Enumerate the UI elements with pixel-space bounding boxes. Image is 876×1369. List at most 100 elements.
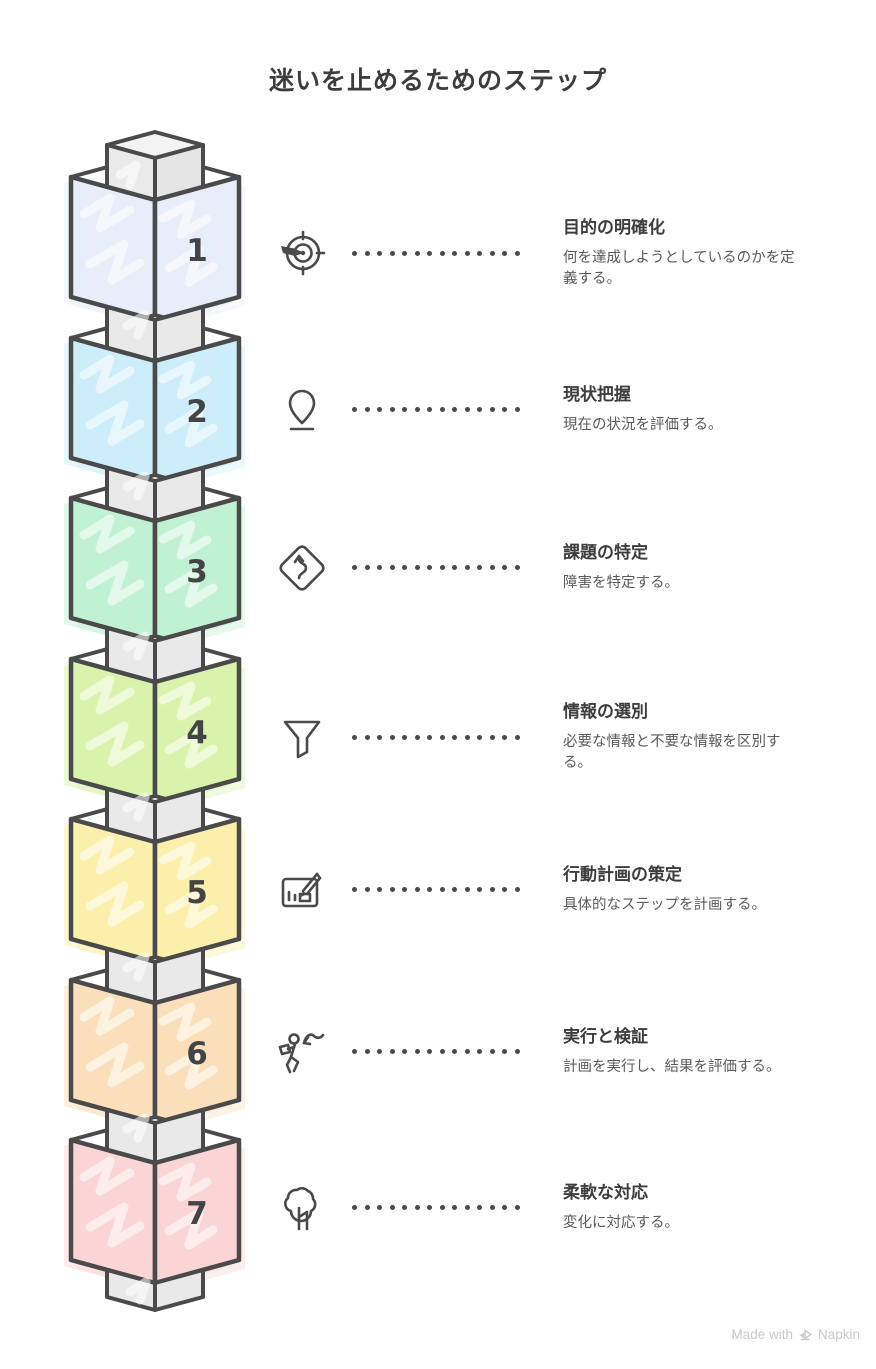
step-title: 情報の選別 — [563, 702, 648, 721]
dot — [414, 734, 420, 740]
target-icon — [278, 229, 326, 277]
step-description: 現在の状況を評価する。 — [563, 417, 723, 433]
dotted-connector — [352, 565, 520, 570]
step-row-2: 現状把握現在の状況を評価する。 — [278, 383, 818, 436]
dot — [364, 1205, 370, 1210]
step-text: 行動計画の策定具体的なステップを計画する。 — [563, 863, 798, 916]
dot — [464, 887, 470, 892]
dot — [364, 565, 370, 570]
dot — [477, 250, 483, 256]
dot — [427, 1205, 433, 1210]
step-title: 行動計画の策定 — [563, 865, 682, 884]
dot — [377, 887, 383, 892]
dot — [452, 734, 458, 740]
dot — [414, 250, 420, 256]
dot — [464, 250, 470, 256]
dot — [464, 565, 470, 570]
dot — [514, 734, 520, 740]
dot — [452, 407, 458, 412]
dot — [489, 250, 495, 256]
dot — [427, 1049, 433, 1054]
step-description: 何を達成しようとしているのかを定義する。 — [563, 250, 795, 287]
step-row-5: 行動計画の策定具体的なステップを計画する。 — [278, 863, 818, 916]
dot — [477, 734, 483, 740]
step-text: 情報の選別必要な情報と不要な情報を区別する。 — [563, 700, 798, 774]
block-number: 3 — [186, 554, 208, 590]
dot — [414, 565, 420, 570]
dot — [364, 887, 370, 892]
dot — [489, 1205, 495, 1210]
watermark-brand-text: Napkin — [817, 1327, 860, 1342]
dot — [427, 887, 433, 892]
dot — [489, 407, 495, 412]
step-title: 現状把握 — [563, 385, 631, 404]
dot — [452, 1049, 458, 1054]
napkin-logo-icon — [799, 1329, 812, 1341]
step-title: 目的の明確化 — [563, 218, 665, 237]
block-number: 7 — [186, 1196, 208, 1232]
dot — [352, 407, 357, 412]
dot — [427, 250, 433, 256]
step-description: 計画を実行し、結果を評価する。 — [563, 1059, 781, 1075]
dot — [477, 407, 483, 412]
dotted-connector — [352, 887, 520, 892]
dot — [502, 734, 508, 740]
dotted-connector — [352, 1205, 520, 1210]
dot — [502, 1205, 508, 1210]
dot — [514, 1049, 520, 1054]
step-text: 目的の明確化何を達成しようとしているのかを定義する。 — [563, 216, 798, 290]
dot — [439, 1049, 445, 1054]
dot — [389, 1205, 395, 1210]
step-row-3: 課題の特定障害を特定する。 — [278, 541, 818, 594]
dot — [377, 1049, 383, 1054]
dot — [352, 250, 357, 256]
dot — [439, 250, 445, 256]
dot — [389, 1049, 395, 1054]
dot — [514, 1205, 520, 1210]
step-text: 柔軟な対応変化に対応する。 — [563, 1181, 798, 1234]
block-number: 1 — [186, 233, 208, 269]
dot — [464, 407, 470, 412]
dot — [452, 250, 458, 256]
running-person-icon — [278, 1028, 326, 1076]
dot — [477, 565, 483, 570]
dot — [364, 407, 370, 412]
dot — [427, 565, 433, 570]
dot — [377, 1205, 383, 1210]
dot — [502, 887, 508, 892]
block-number: 5 — [186, 875, 208, 911]
dot — [389, 734, 395, 740]
dot — [364, 1049, 370, 1054]
dot — [514, 887, 520, 892]
dot — [414, 1049, 420, 1054]
dot — [402, 887, 408, 892]
step-description: 変化に対応する。 — [563, 1215, 679, 1231]
dot — [502, 250, 508, 256]
block-number: 4 — [186, 715, 208, 751]
step-description: 具体的なステップを計画する。 — [563, 897, 766, 913]
dot — [514, 565, 520, 570]
dot — [502, 1049, 508, 1054]
dot — [402, 250, 408, 256]
dot — [502, 407, 508, 412]
step-title: 柔軟な対応 — [563, 1183, 648, 1202]
dot — [414, 407, 420, 412]
dot — [452, 565, 458, 570]
dot — [352, 734, 357, 740]
dot — [377, 734, 383, 740]
dot — [414, 1205, 420, 1210]
dotted-connector — [352, 734, 520, 740]
dot — [352, 1049, 357, 1054]
dot — [389, 565, 395, 570]
dot — [377, 250, 383, 256]
dot — [414, 887, 420, 892]
dot — [402, 565, 408, 570]
dot — [352, 565, 357, 570]
dot — [402, 734, 408, 740]
dot — [514, 407, 520, 412]
step-title: 実行と検証 — [563, 1027, 648, 1046]
step-text: 現状把握現在の状況を評価する。 — [563, 383, 798, 436]
dot — [489, 887, 495, 892]
plan-pencil-icon — [278, 866, 326, 914]
dot — [477, 1049, 483, 1054]
